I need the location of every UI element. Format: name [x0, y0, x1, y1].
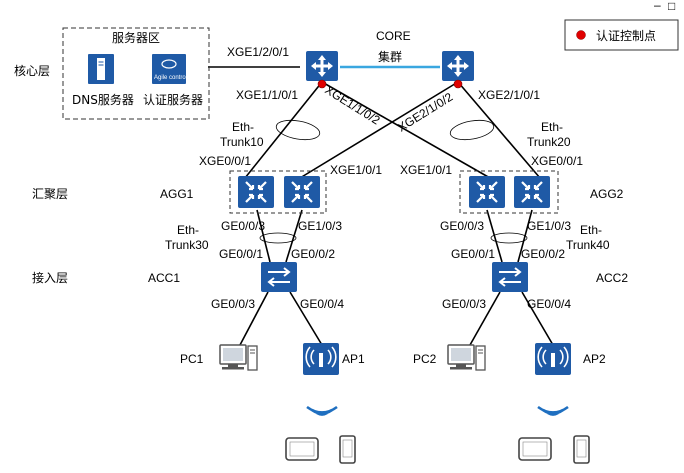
- port-core1-down1: XGE1/1/0/1: [236, 88, 298, 102]
- port-core-server: XGE1/2/0/1: [227, 45, 289, 59]
- port-agg1-up2: XGE1/0/1: [330, 163, 382, 177]
- acc2-label: ACC2: [596, 271, 628, 285]
- legend-label: 认证控制点: [596, 29, 656, 43]
- pc1-icon[interactable]: [219, 344, 258, 371]
- acc1-label: ACC1: [148, 271, 180, 285]
- core-switch-1-icon[interactable]: [306, 51, 338, 81]
- dns-server-label: DNS服务器: [72, 92, 134, 107]
- port-acc1-down2: GE0/0/4: [300, 297, 344, 311]
- core-title: CORE: [376, 29, 411, 43]
- phone-1-icon: [339, 435, 356, 464]
- trunk40-line1: Eth-: [580, 223, 602, 237]
- trunk20-line1: Eth-: [541, 120, 563, 134]
- link-core1-agg2: [321, 81, 491, 179]
- port-agg2-down1: GE0/0/3: [440, 219, 484, 233]
- auth-point-icon: [576, 30, 586, 40]
- dns-server-icon[interactable]: [88, 54, 114, 84]
- agg1-switch-a-icon[interactable]: [238, 176, 274, 208]
- port-agg1-down2: GE1/0/3: [298, 219, 342, 233]
- auth-logo-text: Agile controller: [154, 75, 194, 81]
- links: [208, 65, 554, 346]
- port-core2-down2: XGE2/1/0/1: [478, 88, 540, 102]
- link-agg1-acc1-a: [256, 209, 271, 263]
- trunk10-line2: Trunk10: [220, 135, 264, 149]
- auth-server-icon[interactable]: Agile controller: [152, 54, 194, 84]
- port-agg2-up2: XGE0/0/1: [531, 154, 583, 168]
- trunk30-ellipse: [259, 232, 297, 244]
- agg1-switch-b-icon[interactable]: [284, 176, 320, 208]
- trunk20-line2: Trunk20: [527, 135, 571, 149]
- port-acc1-up1: GE0/0/1: [219, 247, 263, 261]
- link-core2-agg1: [299, 81, 459, 179]
- trunk30-line2: Trunk30: [165, 238, 209, 252]
- agg2-switch-b-icon[interactable]: [514, 176, 550, 208]
- port-acc2-down2: GE0/0/4: [527, 297, 571, 311]
- port-acc2-up2: GE0/0/2: [521, 247, 565, 261]
- trunk30-line1: Eth-: [177, 223, 199, 237]
- auth-point-core2: [453, 79, 463, 89]
- ap2-label: AP2: [583, 352, 606, 366]
- link-acc1-pc1: [239, 291, 269, 346]
- port-agg2-down2: GE1/0/3: [527, 219, 571, 233]
- port-acc2-up1: GE0/0/1: [451, 247, 495, 261]
- agg1-stack-box: [229, 170, 327, 214]
- minimize-icon[interactable]: –: [654, 0, 661, 12]
- agg2-label: AGG2: [590, 187, 624, 201]
- port-acc1-up2: GE0/0/2: [291, 247, 335, 261]
- trunk10-ellipse: [275, 119, 321, 141]
- link-core2-agg2: [457, 81, 541, 179]
- wifi-signal-2-icon: [537, 405, 569, 416]
- port-acc1-down1: GE0/0/3: [211, 297, 255, 311]
- port-core2-down1: XGE2/1/0/2: [395, 90, 455, 135]
- wifi-signal-1-icon: [306, 405, 338, 416]
- layer-core-label: 核心层: [14, 64, 50, 78]
- pc2-label: PC2: [413, 352, 437, 366]
- server-zone-title: 服务器区: [112, 30, 160, 45]
- link-agg2-acc2-a: [486, 209, 503, 263]
- port-agg1-up1: XGE0/0/1: [199, 154, 251, 168]
- auth-server-label: 认证服务器: [143, 92, 203, 107]
- trunk40-ellipse: [490, 232, 528, 244]
- ap1-label: AP1: [342, 352, 365, 366]
- port-agg1-down1: GE0/0/3: [221, 219, 265, 233]
- layer-access-label: 接入层: [32, 270, 68, 285]
- pc2-icon[interactable]: [447, 344, 486, 371]
- acc2-switch-icon[interactable]: [492, 262, 528, 292]
- tablet-1-icon: [285, 437, 319, 461]
- agg1-label: AGG1: [160, 187, 194, 201]
- restore-icon[interactable]: □: [668, 0, 675, 13]
- port-acc2-down1: GE0/0/3: [442, 297, 486, 311]
- trunk20-ellipse: [449, 119, 495, 141]
- phone-2-icon: [573, 435, 590, 464]
- link-acc1-ap1: [289, 291, 323, 346]
- core-cluster-label: 集群: [378, 49, 402, 64]
- layer-aggregation-label: 汇聚层: [32, 187, 68, 201]
- ap2-icon[interactable]: [535, 343, 571, 375]
- agg2-switch-a-icon[interactable]: [469, 176, 505, 208]
- link-acc2-ap2: [521, 291, 554, 346]
- auth-point-core1: [317, 79, 327, 89]
- acc1-switch-icon[interactable]: [261, 262, 297, 292]
- server-zone-box: [62, 27, 210, 120]
- tablet-2-icon: [518, 437, 552, 461]
- ap1-icon[interactable]: [303, 343, 339, 375]
- core-switch-2-icon[interactable]: [442, 51, 474, 81]
- agg2-stack-box: [459, 170, 559, 214]
- trunk10-line1: Eth-: [232, 120, 254, 134]
- link-acc2-pc2: [469, 291, 501, 346]
- pc1-label: PC1: [180, 352, 204, 366]
- port-core1-down2: XGE1/1/0/2: [322, 83, 382, 128]
- trunk40-line2: Trunk40: [566, 238, 610, 252]
- link-core1-agg1: [244, 81, 323, 179]
- port-agg2-up1: XGE1/0/1: [400, 163, 452, 177]
